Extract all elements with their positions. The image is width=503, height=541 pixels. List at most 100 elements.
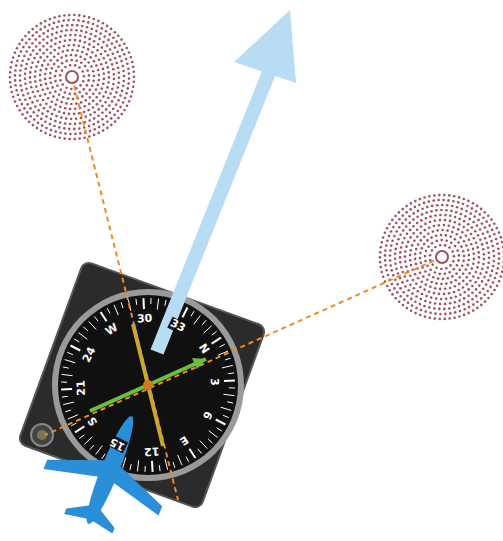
dial-tick [165,459,168,470]
station-dot [45,68,48,71]
station-dot [107,54,110,57]
station-dot [394,215,397,218]
station-center [436,251,448,263]
station-dot [125,92,128,95]
station-dot [391,219,394,222]
station-dot [45,102,48,105]
station-dot [475,295,478,298]
station-dot [444,313,447,316]
station-dot [462,286,465,289]
station-dot [65,102,68,105]
station-dot [388,223,391,226]
station-dot [452,200,455,203]
station-dot [466,283,469,286]
station-dot [489,235,492,238]
station-dot [68,14,71,17]
instrument-housing [18,261,267,510]
station-dot [457,201,460,204]
station-dot [40,118,43,121]
station-dot [76,24,79,27]
station-dot [418,203,421,206]
station-dot [55,115,58,118]
station-dot [463,198,466,201]
station-dot [58,94,61,97]
station-dot [459,236,462,239]
station-dot [480,297,483,300]
station-dot [109,58,112,61]
station-dot [445,239,448,242]
station-dot [107,71,110,74]
station-dot [389,264,392,267]
station-dot [67,19,70,22]
station-dot [453,316,456,319]
station-dot [30,66,33,69]
station-dot [443,224,446,227]
station-dot [433,225,436,228]
station-dot [72,19,75,22]
station-dot [111,88,114,91]
dial-tick [65,360,76,363]
dial-tick [61,382,67,383]
station-dot [95,64,98,67]
station-dot [439,273,442,276]
station-dot [122,65,125,68]
station-dot [477,234,480,237]
station-dot [97,108,100,111]
dial-tick [186,457,189,462]
station-dot [95,88,98,91]
station-dot [106,120,109,123]
station-dot [118,71,121,74]
station-dot [426,206,429,209]
dial-tick [96,446,103,455]
station-dot [394,258,397,261]
station-dot [484,237,487,240]
station-dot [425,250,428,253]
station-dot [395,222,398,225]
station-dot [97,84,100,87]
station-dot [435,297,438,300]
station-dot [502,266,503,269]
station-dot [83,15,86,18]
station-dot [98,74,101,77]
station-dot [33,111,36,114]
station-dot [415,248,418,251]
station-dot [407,289,410,292]
station-dot [29,115,32,118]
dial-tick [61,388,72,391]
station-dot [491,229,494,232]
station-dot [502,246,503,249]
station-dot [100,63,103,66]
station-dot [53,108,56,111]
station-dot [454,311,457,314]
dial-tick [208,439,213,443]
station-dot [414,312,417,315]
station-dot [462,260,465,263]
station-dot [93,111,96,114]
airplane-icon [31,393,189,541]
station-dot [465,268,468,271]
station-dot [95,96,98,99]
station-dot [428,290,431,293]
station-dot [405,211,408,214]
station-dot [35,45,38,48]
station-dot [82,20,85,23]
compass-mark: 15 [108,435,129,454]
station-dot [434,246,437,249]
station-dot [54,120,57,123]
station-dot [481,243,484,246]
station-dot [102,22,105,25]
station-dot [41,124,44,127]
station-dot [498,252,501,255]
station-dot [85,115,88,118]
station-dot [479,238,482,241]
station-dot [57,65,60,68]
station-dot [73,138,76,141]
station-dot [463,297,466,300]
station-dot [120,38,123,41]
station-dot [476,307,479,310]
station-dot [58,46,61,49]
station-dot [117,66,120,69]
station-dot [33,118,36,121]
dial-tick [173,462,175,468]
